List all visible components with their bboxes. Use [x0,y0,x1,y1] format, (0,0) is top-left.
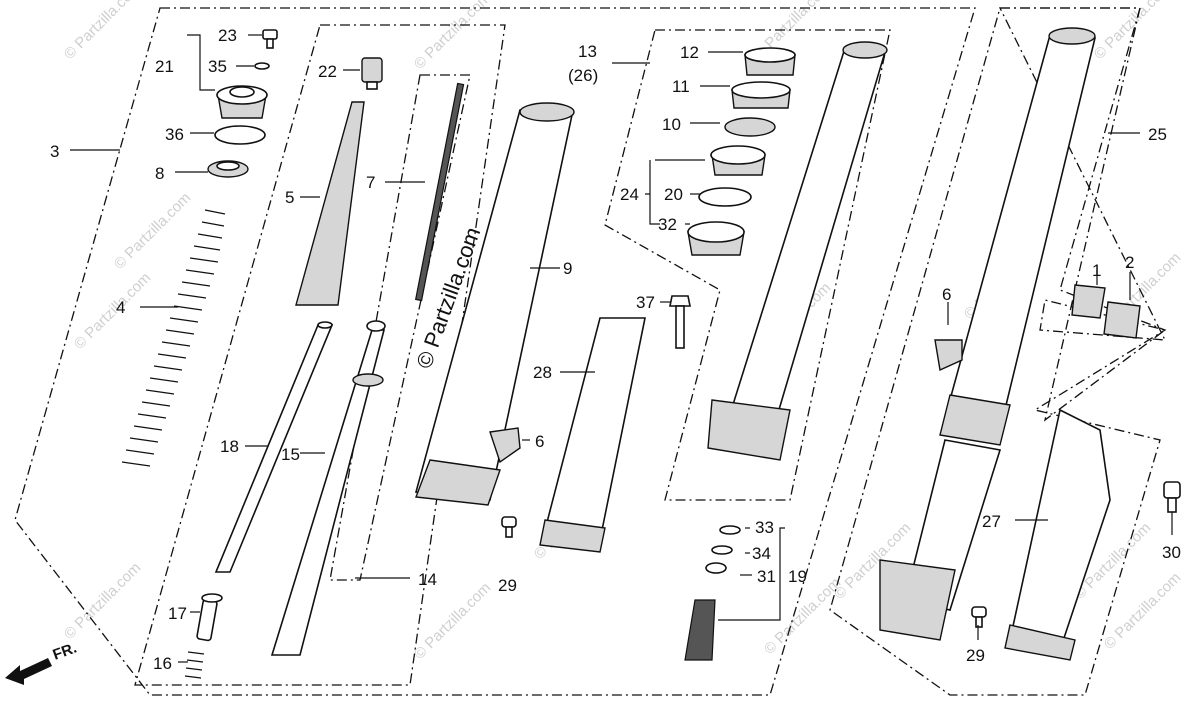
left-fork-group-outline [14,7,976,696]
label-27: 27 [982,512,1001,531]
part-37-bolt [669,295,691,349]
label-26: (26) [568,66,598,85]
watermark: © Partzilla.com [61,0,144,63]
label-7: 7 [366,173,375,192]
part-9-outer-tube [414,102,575,506]
label-36: 36 [165,125,184,144]
label-32: 32 [658,215,677,234]
label-14: 14 [418,570,437,589]
part-6-slide-bushing [489,427,521,464]
part-21-cap-bolt [216,85,268,119]
watermark: © Partzilla.com [1101,569,1184,652]
label-29-right: 29 [966,646,985,665]
part-16-spring [184,651,205,679]
part-24-oil-seal [710,145,766,176]
label-20: 20 [664,185,683,204]
part-13-inner-tube [707,41,888,461]
part-32-dust-seal [687,221,745,256]
part-30-bolt [1163,481,1181,513]
part-18-pipe [214,321,334,573]
label-6: 6 [535,432,544,451]
part-12-bushing [744,47,796,76]
part-29-screw-right [971,606,987,628]
label-15: 15 [281,445,300,464]
right-fork-group-outline [829,7,1167,696]
label-19: 19 [788,567,807,586]
part-20-clip [698,187,752,207]
part-36-o-ring [214,125,266,145]
upper-tube-group-outline [604,29,891,501]
watermark: © Partzilla.com [411,0,494,73]
label-5: 5 [285,188,294,207]
label-24: 24 [620,185,639,204]
label-22: 22 [318,62,337,81]
watermark: © Partzilla.com [111,189,194,272]
part-1-clamp [1071,284,1106,319]
part-7-damper-rod [414,82,465,302]
label-25: 25 [1148,125,1167,144]
label-8: 8 [155,164,164,183]
watermark: © Partzilla.com [71,269,154,352]
part-27-fork-guard-right [1004,408,1111,661]
label-18: 18 [220,437,239,456]
part-17-valve [196,593,223,642]
part-28-fork-guard [539,317,646,553]
label-3: 3 [50,142,59,161]
label-11: 11 [672,77,690,96]
part-11-bushing [731,81,791,109]
part-15-cartridge [270,320,386,656]
label-9: 9 [563,259,572,278]
part-5-spacer-tube [295,101,365,306]
right-fork-outline [998,7,1167,422]
label-28: 28 [533,363,552,382]
part-31-washer [705,562,727,574]
inner-cartridge-outline [134,24,506,686]
group-outlines [14,7,1167,696]
part-6-slide-bushing-right [934,339,963,372]
part-33-washer [719,525,741,535]
label-35: 35 [208,57,227,76]
part-25-fork-assembly [879,27,1097,641]
watermark: © Partzilla.com [61,559,144,642]
label-1: 1 [1092,261,1101,280]
front-direction-arrow: FR. [5,640,79,685]
label-21: 21 [155,57,174,76]
part-8-spring-seat [207,160,249,178]
label-12: 12 [680,43,699,62]
label-16: 16 [153,654,172,673]
watermark: © Partzilla.com [761,574,844,657]
label-6-right: 6 [942,285,951,304]
part-34-washer [711,545,733,555]
label-31: 31 [757,567,776,586]
leader-lines [70,34,1173,663]
watermark: © Partzilla.com [411,579,494,662]
label-34: 34 [752,544,771,563]
part-29-screw-left [501,516,517,538]
label-4: 4 [116,298,125,317]
part-35-washer [254,62,270,70]
watermark: © Partzilla.com [1091,0,1174,63]
label-17: 17 [168,604,187,623]
front-direction-label: FR. [51,640,80,664]
label-13: 13 [578,42,597,61]
part-10-washer [724,117,776,137]
part-22-cap [361,57,383,90]
part-labels: 1 2 3 4 5 6 6 7 8 9 10 11 12 13 (26) 14 … [50,26,1181,673]
label-30: 30 [1162,543,1181,562]
part-23-bolt [262,29,278,49]
part-4-fork-spring [121,209,226,467]
part-19-drain [684,599,716,661]
label-10: 10 [662,115,681,134]
label-33: 33 [755,518,774,537]
label-23: 23 [218,26,237,45]
part-2-clamp [1103,301,1141,339]
label-2: 2 [1125,253,1134,272]
label-37: 37 [636,293,655,312]
label-29: 29 [498,576,517,595]
